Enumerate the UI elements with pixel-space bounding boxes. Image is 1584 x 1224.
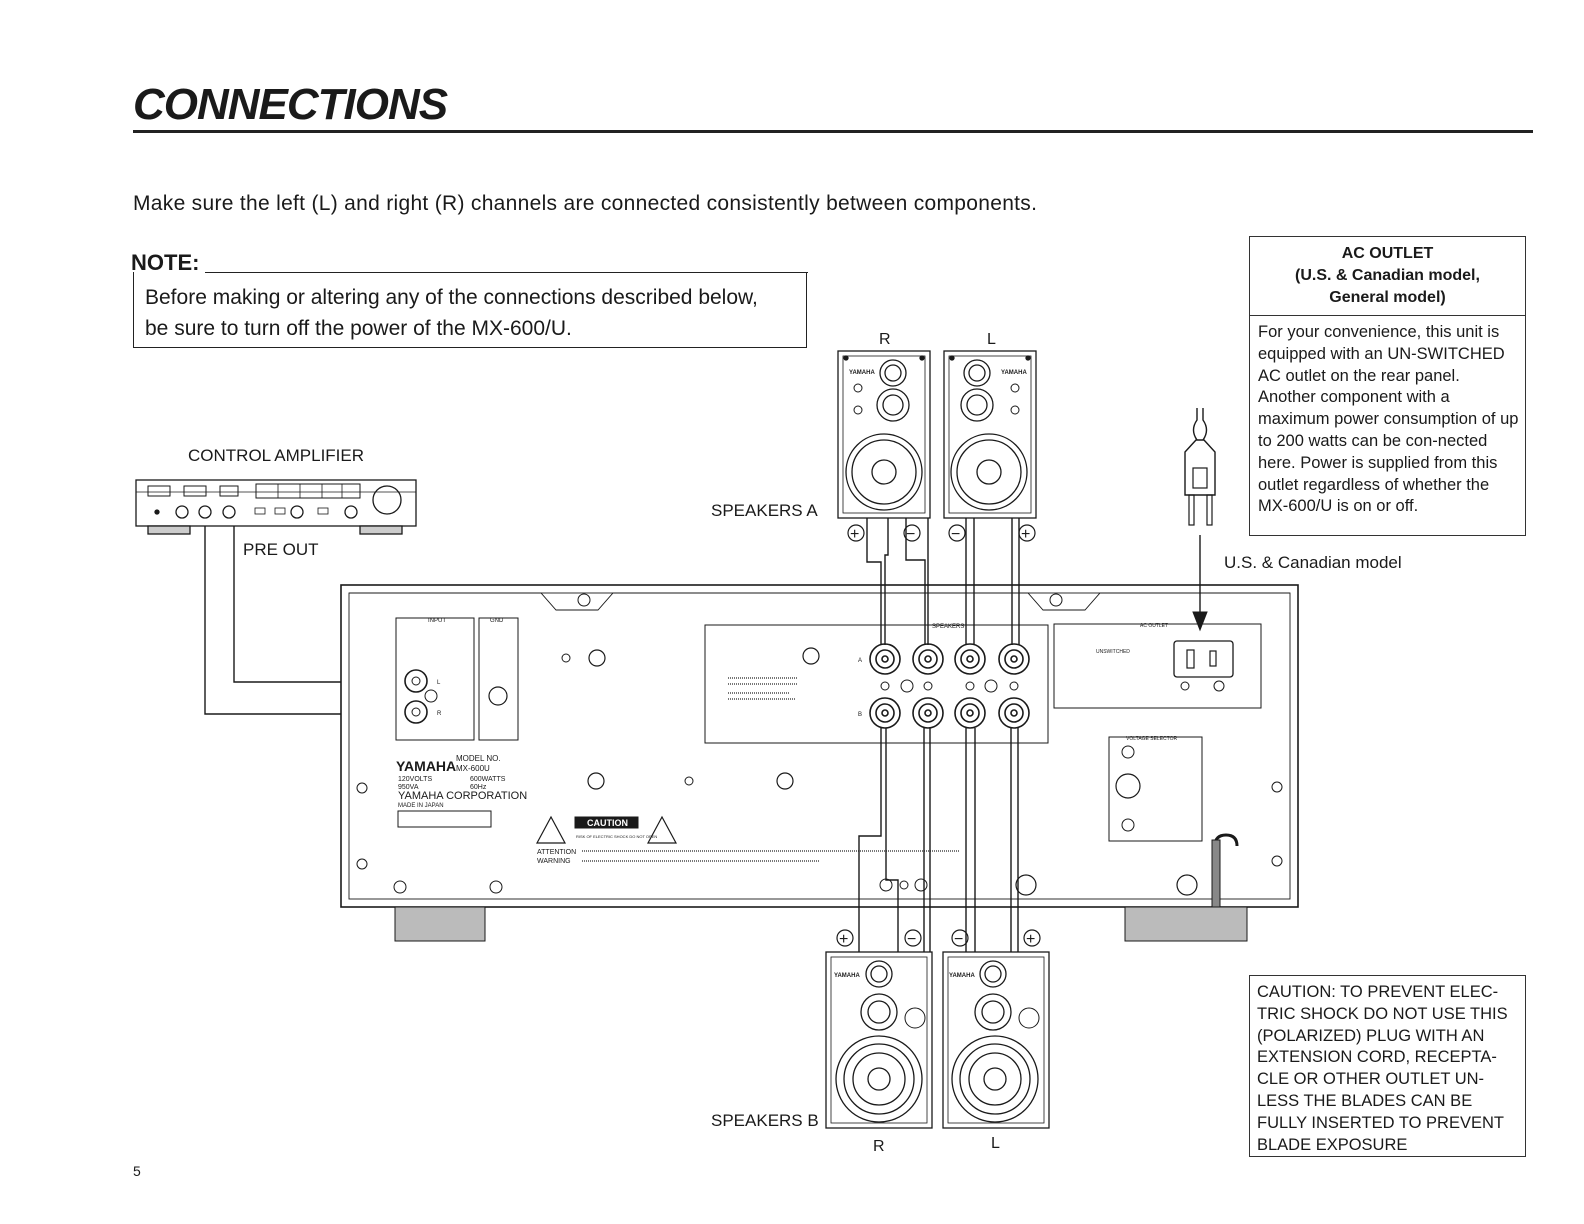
note-box: Before making or altering any of the con… <box>133 272 807 348</box>
panel-caution-sub: RISK OF ELECTRIC SHOCK DO NOT OPEN <box>576 834 657 839</box>
speaker-b-l-label: L <box>991 1135 1000 1152</box>
speaker-b-l-minus: − <box>954 931 963 948</box>
panel-speakers-label: SPEAKERS <box>932 624 964 630</box>
speaker-b-right: YAMAHA <box>825 951 933 1129</box>
speaker-a-r-label: R <box>879 331 891 348</box>
speaker-a-left: YAMAHA <box>943 350 1037 519</box>
speaker-a-r-plus: + <box>850 526 859 543</box>
speaker-a-l-label: L <box>987 331 996 348</box>
panel-jack-r: R <box>437 711 442 717</box>
ac-outlet-box: AC OUTLET (U.S. & Canadian model, Genera… <box>1249 236 1526 536</box>
speaker-a-r-minus: − <box>906 526 915 543</box>
control-amplifier-label: CONTROL AMPLIFIER <box>188 446 364 465</box>
note-label: NOTE: <box>131 250 200 275</box>
panel-warning: WARNING <box>537 858 571 865</box>
panel-made-in: MADE IN JAPAN <box>398 803 444 809</box>
panel-rating-watts: 600WATTS <box>470 776 506 783</box>
speaker-b-r-label: R <box>873 1138 885 1155</box>
panel-model-no-label: MODEL NO. <box>456 754 501 763</box>
panel-terminal-a: A <box>858 658 862 664</box>
speaker-b-terminals: + − − + <box>836 929 1041 948</box>
panel-attention: ATTENTION <box>537 849 576 856</box>
speaker-b-left-brand: YAMAHA <box>949 973 975 979</box>
ac-outlet-title: AC OUTLET <box>1341 245 1434 262</box>
panel-input-label: INPUT <box>428 618 446 624</box>
speaker-a-right: YAMAHA <box>837 350 931 519</box>
panel-rating-hz: 60Hz <box>470 784 487 791</box>
ac-outlet-body: For your convenience, this unit is equip… <box>1258 323 1519 516</box>
speakers-b-label: SPEAKERS B <box>711 1111 819 1130</box>
speaker-a-right-brand: YAMAHA <box>849 370 875 376</box>
speaker-b-left: YAMAHA <box>942 951 1050 1129</box>
panel-voltage-selector-label: VOLTAGE SELECTOR <box>1126 736 1178 742</box>
ac-outlet-subtitle-1: (U.S. & Canadian model, <box>1295 267 1480 284</box>
speaker-b-r-minus: − <box>907 931 916 948</box>
speaker-b-r-plus: + <box>839 931 848 948</box>
pre-out-label: PRE OUT <box>243 540 319 559</box>
ac-outlet-heading: AC OUTLET (U.S. & Canadian model, Genera… <box>1250 237 1525 309</box>
panel-brand: YAMAHA <box>396 758 456 774</box>
ac-plug-icon <box>1184 408 1216 632</box>
page-number: 5 <box>133 1163 141 1179</box>
speaker-a-terminals: + − − + <box>847 524 1036 543</box>
speaker-b-cables <box>858 728 1019 952</box>
panel-model-no: MX-600U <box>456 764 490 773</box>
speakers-a-label: SPEAKERS A <box>711 501 818 520</box>
control-amplifier <box>135 479 417 535</box>
note-rule <box>205 272 808 273</box>
caution-box: CAUTION: TO PREVENT ELEC-TRIC SHOCK DO N… <box>1249 975 1526 1157</box>
title-rule <box>133 130 1533 133</box>
speaker-a-l-minus: − <box>951 526 960 543</box>
ac-outlet-divider <box>1250 315 1525 316</box>
panel-gnd-label: GND <box>490 618 504 624</box>
us-canadian-model-label: U.S. & Canadian model <box>1224 553 1402 572</box>
speaker-a-l-plus: + <box>1021 526 1030 543</box>
panel-caution: CAUTION <box>587 818 628 828</box>
speaker-a-cables <box>866 518 1020 645</box>
page-title: CONNECTIONS <box>133 80 448 129</box>
main-unit-rear-panel: YAMAHA MODEL NO. MX-600U 120VOLTS 600WAT… <box>340 584 1299 942</box>
panel-rating-volts: 120VOLTS <box>398 776 432 783</box>
intro-text: Make sure the left (L) and right (R) cha… <box>133 192 1038 215</box>
ac-outlet-subtitle-2: General model) <box>1329 289 1446 306</box>
note-line-2: be sure to turn off the power of the MX-… <box>145 317 572 340</box>
panel-corporation: YAMAHA CORPORATION <box>398 790 527 802</box>
note-line-1: Before making or altering any of the con… <box>145 286 758 309</box>
panel-rating-va: 950VA <box>398 784 419 791</box>
panel-ac-outlet-label: AC OUTLET <box>1140 623 1168 629</box>
speaker-b-right-brand: YAMAHA <box>834 973 860 979</box>
speaker-b-l-plus: + <box>1026 931 1035 948</box>
panel-terminal-b: B <box>858 712 862 718</box>
panel-unswitched-label: UNSWITCHED <box>1096 649 1130 655</box>
panel-jack-l: L <box>437 680 441 686</box>
speaker-a-left-brand: YAMAHA <box>1001 370 1027 376</box>
